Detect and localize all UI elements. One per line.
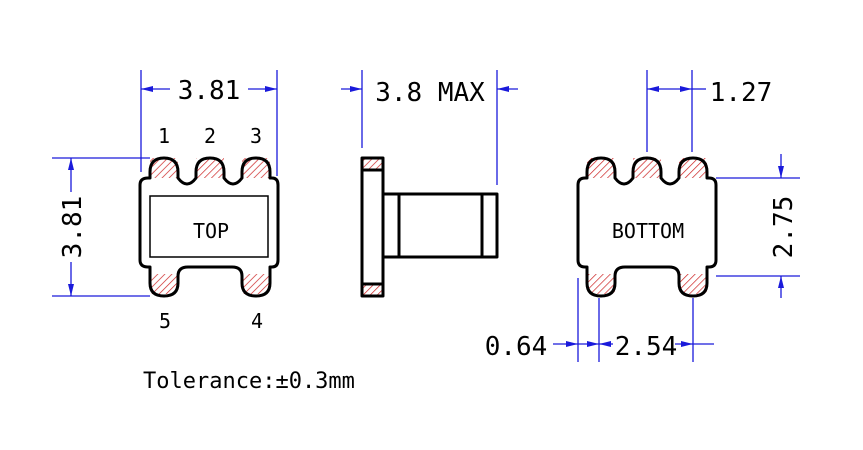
top-body-outline xyxy=(138,156,280,298)
dim-pad-spacing-label: 2.54 xyxy=(615,332,678,362)
side-pad-bottom xyxy=(362,284,382,296)
bottom-body-outline xyxy=(576,156,718,298)
dim-side-width: 3.8 MAX xyxy=(341,70,518,185)
dim-bottom-height-label: 2.75 xyxy=(769,196,799,259)
top-pad-5 xyxy=(150,274,178,294)
bottom-view: BOTTOM xyxy=(576,156,718,298)
pin-number-1: 1 xyxy=(158,124,170,148)
side-pad-top xyxy=(362,158,382,170)
side-flange xyxy=(360,156,385,298)
side-view xyxy=(360,156,499,298)
bottom-pad-1 xyxy=(587,158,615,178)
top-pad-3 xyxy=(242,158,270,178)
pin-number-3: 3 xyxy=(250,124,262,148)
dim-bottom-pads: 0.64 2.54 xyxy=(485,278,714,362)
dim-side-width-label: 3.8 MAX xyxy=(375,78,485,108)
bottom-pad-4 xyxy=(679,274,707,294)
dim-bottom-height: 2.75 xyxy=(716,154,800,298)
top-view: TOP 1 2 3 5 4 xyxy=(138,124,280,333)
pin-number-4: 4 xyxy=(251,309,263,333)
dim-top-width: 3.81 xyxy=(140,70,278,176)
top-pad-4 xyxy=(242,274,270,294)
dim-bottom-pitch: 1.27 xyxy=(646,70,773,152)
pin-number-5: 5 xyxy=(159,309,171,333)
bottom-label: BOTTOM xyxy=(612,219,684,243)
pin-number-2: 2 xyxy=(204,124,216,148)
dim-top-height: 3.81 xyxy=(52,157,150,297)
tolerance-note: Tolerance:±0.3mm xyxy=(143,369,355,394)
top-pad-2 xyxy=(196,158,224,178)
side-body xyxy=(381,192,499,259)
top-marking-box xyxy=(149,195,269,258)
dim-bottom-pitch-label: 1.27 xyxy=(710,78,773,108)
bottom-pad-5 xyxy=(587,274,615,294)
bottom-pad-3 xyxy=(679,158,707,178)
top-pad-1 xyxy=(150,158,178,178)
top-label: TOP xyxy=(193,219,229,243)
dim-pad-width-label: 0.64 xyxy=(485,332,548,362)
dim-top-width-label: 3.81 xyxy=(178,76,241,106)
dim-top-height-label: 3.81 xyxy=(58,196,88,259)
bottom-pad-2 xyxy=(633,158,661,178)
